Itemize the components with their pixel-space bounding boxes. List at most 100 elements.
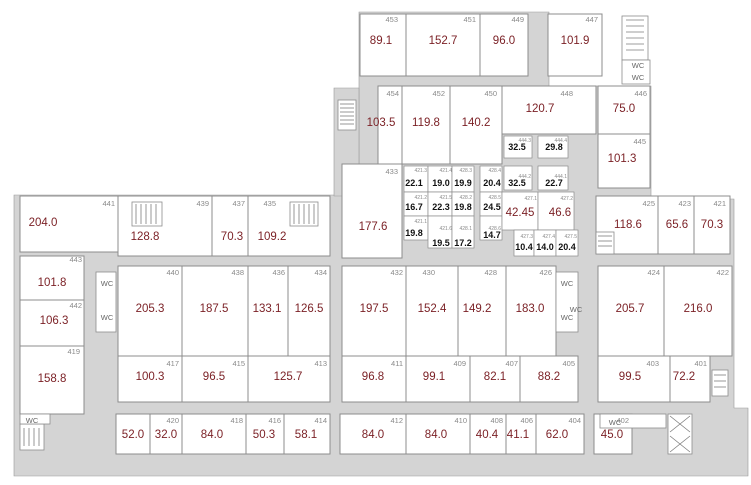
room-area-453: 89.1 xyxy=(370,35,392,47)
small-room-number-421.5: 421.5 xyxy=(439,195,452,201)
room-labels: 89.1453152.745196.0449101.9447103.545411… xyxy=(29,15,729,441)
small-room-area-428.4: 20.4 xyxy=(483,178,501,188)
room-411[interactable] xyxy=(341,355,407,403)
small-room-number-421.2: 421.2 xyxy=(414,195,427,201)
room-426[interactable] xyxy=(505,265,557,357)
room-445[interactable] xyxy=(597,133,651,189)
room-444-3[interactable] xyxy=(503,135,533,159)
room-417[interactable] xyxy=(117,355,183,403)
room-number-436: 436 xyxy=(272,268,285,277)
room-421-2[interactable] xyxy=(403,191,429,217)
room-413[interactable] xyxy=(247,355,331,403)
room-432[interactable] xyxy=(341,265,407,357)
room-409[interactable] xyxy=(405,355,471,403)
room-area-428: 149.2 xyxy=(463,303,492,315)
room-444-2[interactable] xyxy=(503,165,533,191)
room-421-1[interactable] xyxy=(403,215,429,241)
small-room-area-444.1: 22.7 xyxy=(545,178,563,188)
room-410[interactable] xyxy=(405,413,471,455)
room-422[interactable] xyxy=(663,265,733,357)
small-room-number-428.6: 428.6 xyxy=(488,226,501,232)
room-453[interactable] xyxy=(359,13,407,77)
room-424[interactable] xyxy=(597,265,665,357)
room-area-418: 84.0 xyxy=(201,429,223,441)
room-454[interactable] xyxy=(377,85,403,165)
room-number-401: 401 xyxy=(694,359,707,368)
room-number-402: 402 xyxy=(616,416,629,425)
room-number-435: 435 xyxy=(263,199,276,208)
room-number-405: 405 xyxy=(562,359,575,368)
room-423[interactable] xyxy=(657,195,695,255)
room-427-2[interactable] xyxy=(537,191,575,231)
room-446[interactable] xyxy=(597,85,651,135)
room-area-430: 152.4 xyxy=(418,303,447,315)
room-421-4[interactable] xyxy=(427,165,453,193)
room-number-413: 413 xyxy=(314,359,327,368)
small-room-area-444.3: 32.5 xyxy=(508,142,526,152)
room-428[interactable] xyxy=(457,265,507,357)
room-420[interactable] xyxy=(149,413,183,455)
room-434[interactable] xyxy=(287,265,331,357)
room-444-4[interactable] xyxy=(537,135,569,159)
room-number-425: 425 xyxy=(642,199,655,208)
wc-label: WC xyxy=(561,279,574,288)
room-number-446: 446 xyxy=(634,89,647,98)
small-room-area-427.4: 14.0 xyxy=(536,242,554,252)
small-room-number-427.2: 427.2 xyxy=(560,196,573,202)
small-room-area-444.4: 29.8 xyxy=(545,142,563,152)
room-number-414: 414 xyxy=(314,416,327,425)
small-room-number-428.1: 428.1 xyxy=(459,226,472,232)
room-bottom-52[interactable] xyxy=(115,413,151,455)
room-452[interactable] xyxy=(401,85,451,165)
room-number-404: 404 xyxy=(568,416,581,425)
room-area-447: 101.9 xyxy=(561,35,590,47)
small-room-area-427.3: 10.4 xyxy=(515,242,533,252)
room-number-450: 450 xyxy=(484,89,497,98)
room-area-417: 100.3 xyxy=(136,371,165,383)
room-440[interactable] xyxy=(117,265,183,357)
room-418[interactable] xyxy=(181,413,247,455)
room-403[interactable] xyxy=(597,355,671,403)
room-area-440: 205.3 xyxy=(136,303,165,315)
room-area-426: 183.0 xyxy=(516,303,545,315)
room-421[interactable] xyxy=(693,195,731,255)
room-444-1[interactable] xyxy=(537,165,569,191)
room-443[interactable] xyxy=(19,255,85,301)
room-area-421: 70.3 xyxy=(701,219,723,231)
room-area-437: 70.3 xyxy=(221,231,243,243)
room-427-5[interactable] xyxy=(555,229,579,257)
room-401[interactable] xyxy=(669,355,711,403)
room-448[interactable] xyxy=(501,85,597,135)
room-404[interactable] xyxy=(535,413,585,455)
room-416[interactable] xyxy=(245,413,285,455)
room-area-425: 118.6 xyxy=(614,219,642,231)
small-room-area-428.1: 17.2 xyxy=(454,238,472,248)
room-area-414: 58.1 xyxy=(295,429,317,441)
room-421-3[interactable] xyxy=(403,165,429,193)
small-room-number-444.1: 444.1 xyxy=(554,174,567,180)
room-area-406: 41.1 xyxy=(507,429,529,441)
room-419[interactable] xyxy=(19,345,85,415)
room-area-410: 84.0 xyxy=(425,429,447,441)
small-room-number-427.4: 427.4 xyxy=(542,234,555,240)
room-area-449: 96.0 xyxy=(493,35,515,47)
room-area-413: 125.7 xyxy=(274,371,303,383)
room-449[interactable] xyxy=(479,13,529,77)
room-421-6[interactable] xyxy=(427,215,453,249)
room-451[interactable] xyxy=(405,13,481,77)
small-room-area-427.2: 46.6 xyxy=(549,207,571,219)
room-433[interactable] xyxy=(341,163,403,259)
small-room-number-428.4: 428.4 xyxy=(488,168,501,174)
room-450[interactable] xyxy=(449,85,503,165)
room-406[interactable] xyxy=(505,413,537,455)
wc-label: WC xyxy=(632,61,645,70)
room-area-402: 45.0 xyxy=(601,429,623,441)
room-428-1[interactable] xyxy=(451,215,475,249)
room-421-5[interactable] xyxy=(427,191,453,217)
room-430[interactable] xyxy=(405,265,459,357)
room-405[interactable] xyxy=(519,355,579,403)
room-442[interactable] xyxy=(19,299,85,347)
room-447[interactable] xyxy=(547,13,603,77)
room-number-421: 421 xyxy=(713,199,726,208)
room-414[interactable] xyxy=(283,413,331,455)
